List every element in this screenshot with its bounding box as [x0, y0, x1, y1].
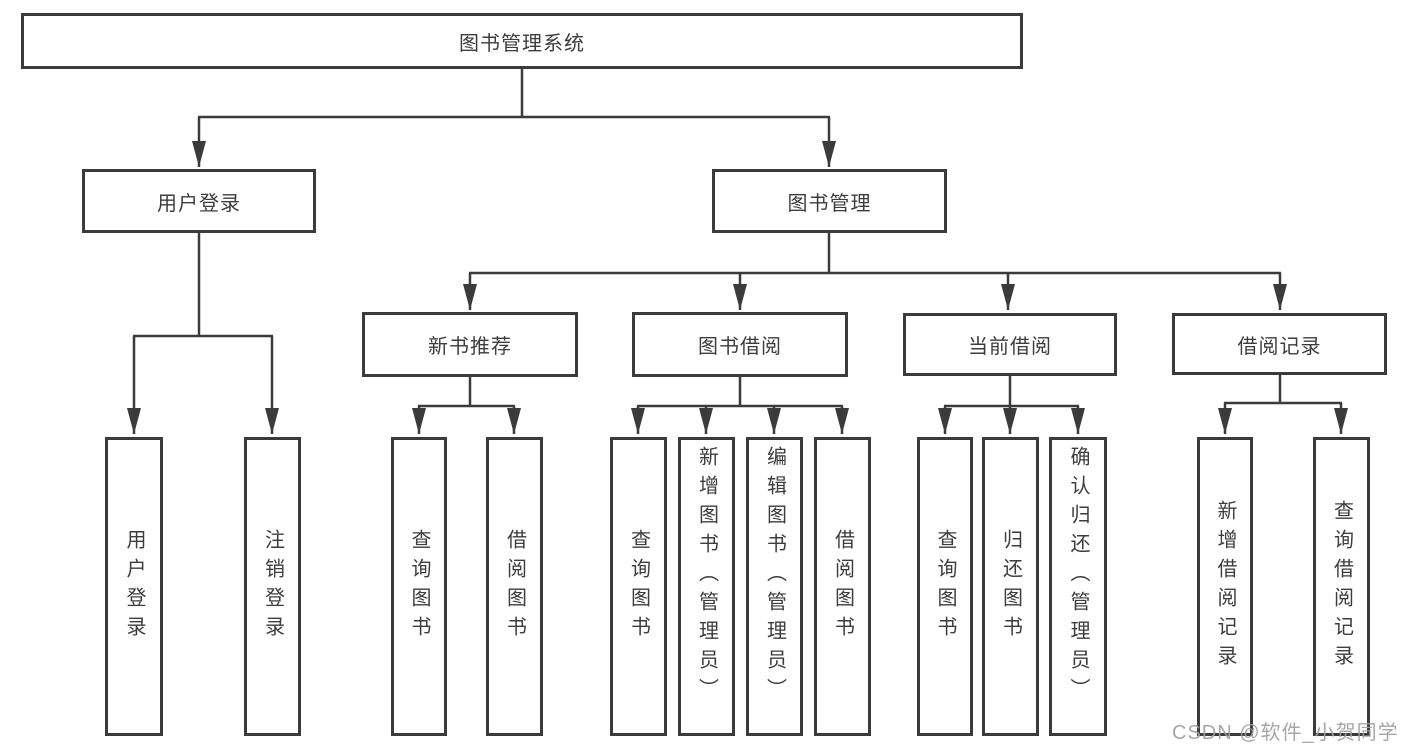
leaf-logout-label: 注销登录: [261, 528, 284, 645]
leaf-bb-add-book: 新增图书（管理员）: [678, 437, 735, 736]
leaf-bb-edit-book: 编辑图书（管理员）: [746, 437, 803, 736]
leaf-bb-borrow-book: 借阅图书: [814, 437, 871, 736]
leaf-bb-borrow-book-label: 借阅图书: [831, 528, 854, 645]
leaf-user-login-label: 用户登录: [123, 528, 145, 645]
node-borrow-records-label: 借阅记录: [1237, 335, 1322, 358]
leaf-bb-add-book-label: 新增图书（管理员）: [695, 446, 718, 707]
node-current-borrow-label: 当前借阅: [968, 336, 1052, 358]
connector-root: [198, 69, 830, 119]
connector-current-borrow: [944, 376, 1079, 408]
leaf-logout: 注销登录: [244, 437, 301, 736]
leaf-cb-confirm-return-label: 确认归还（管理员）: [1067, 446, 1089, 707]
leaf-br-query-record-label: 查询借阅记录: [1330, 499, 1353, 674]
connector-user-login: [133, 233, 273, 338]
leaf-cb-query-book: 查询图书: [917, 437, 973, 736]
leaf-cb-return-book: 归还图书: [982, 437, 1039, 736]
leaf-cb-confirm-return: 确认归还（管理员）: [1049, 437, 1107, 736]
leaf-bb-query-book: 查询图书: [610, 437, 667, 736]
node-book-borrow-label: 图书借阅: [698, 336, 782, 358]
node-book-borrow: 图书借阅: [632, 312, 848, 377]
leaf-br-add-record-label: 新增借阅记录: [1214, 499, 1236, 674]
leaf-rec-query-book: 查询图书: [391, 437, 447, 736]
node-root-label: 图书管理系统: [459, 32, 585, 55]
leaf-br-add-record: 新增借阅记录: [1197, 437, 1253, 736]
leaf-cb-return-book-label: 归还图书: [999, 528, 1022, 645]
node-user-login: 用户登录: [82, 169, 316, 233]
leaf-bb-edit-book-label: 编辑图书（管理员）: [763, 446, 786, 707]
node-new-book-rec: 新书推荐: [362, 312, 578, 377]
leaf-rec-borrow-book-label: 借阅图书: [503, 528, 526, 645]
leaf-bb-query-book-label: 查询图书: [627, 528, 650, 645]
leaf-cb-query-book-label: 查询图书: [934, 528, 956, 645]
leaf-rec-borrow-book: 借阅图书: [486, 437, 543, 736]
node-borrow-records: 借阅记录: [1172, 313, 1387, 375]
connector-book-mgmt: [469, 233, 1281, 275]
leaf-br-query-record: 查询借阅记录: [1313, 437, 1370, 736]
node-current-borrow: 当前借阅: [903, 313, 1117, 376]
node-user-login-label: 用户登录: [157, 192, 241, 215]
connector-new-book-rec: [418, 377, 515, 408]
connector-borrow-records: [1224, 375, 1342, 405]
connector-book-borrow: [637, 377, 843, 408]
node-book-mgmt-label: 图书管理: [787, 192, 872, 215]
node-book-mgmt: 图书管理: [712, 169, 947, 233]
csdn-watermark: CSDN @软件_小贺同学: [1172, 722, 1399, 744]
node-root: 图书管理系统: [21, 13, 1023, 69]
leaf-user-login: 用户登录: [105, 437, 163, 736]
leaf-rec-query-book-label: 查询图书: [408, 528, 430, 645]
node-new-book-rec-label: 新书推荐: [428, 336, 512, 358]
